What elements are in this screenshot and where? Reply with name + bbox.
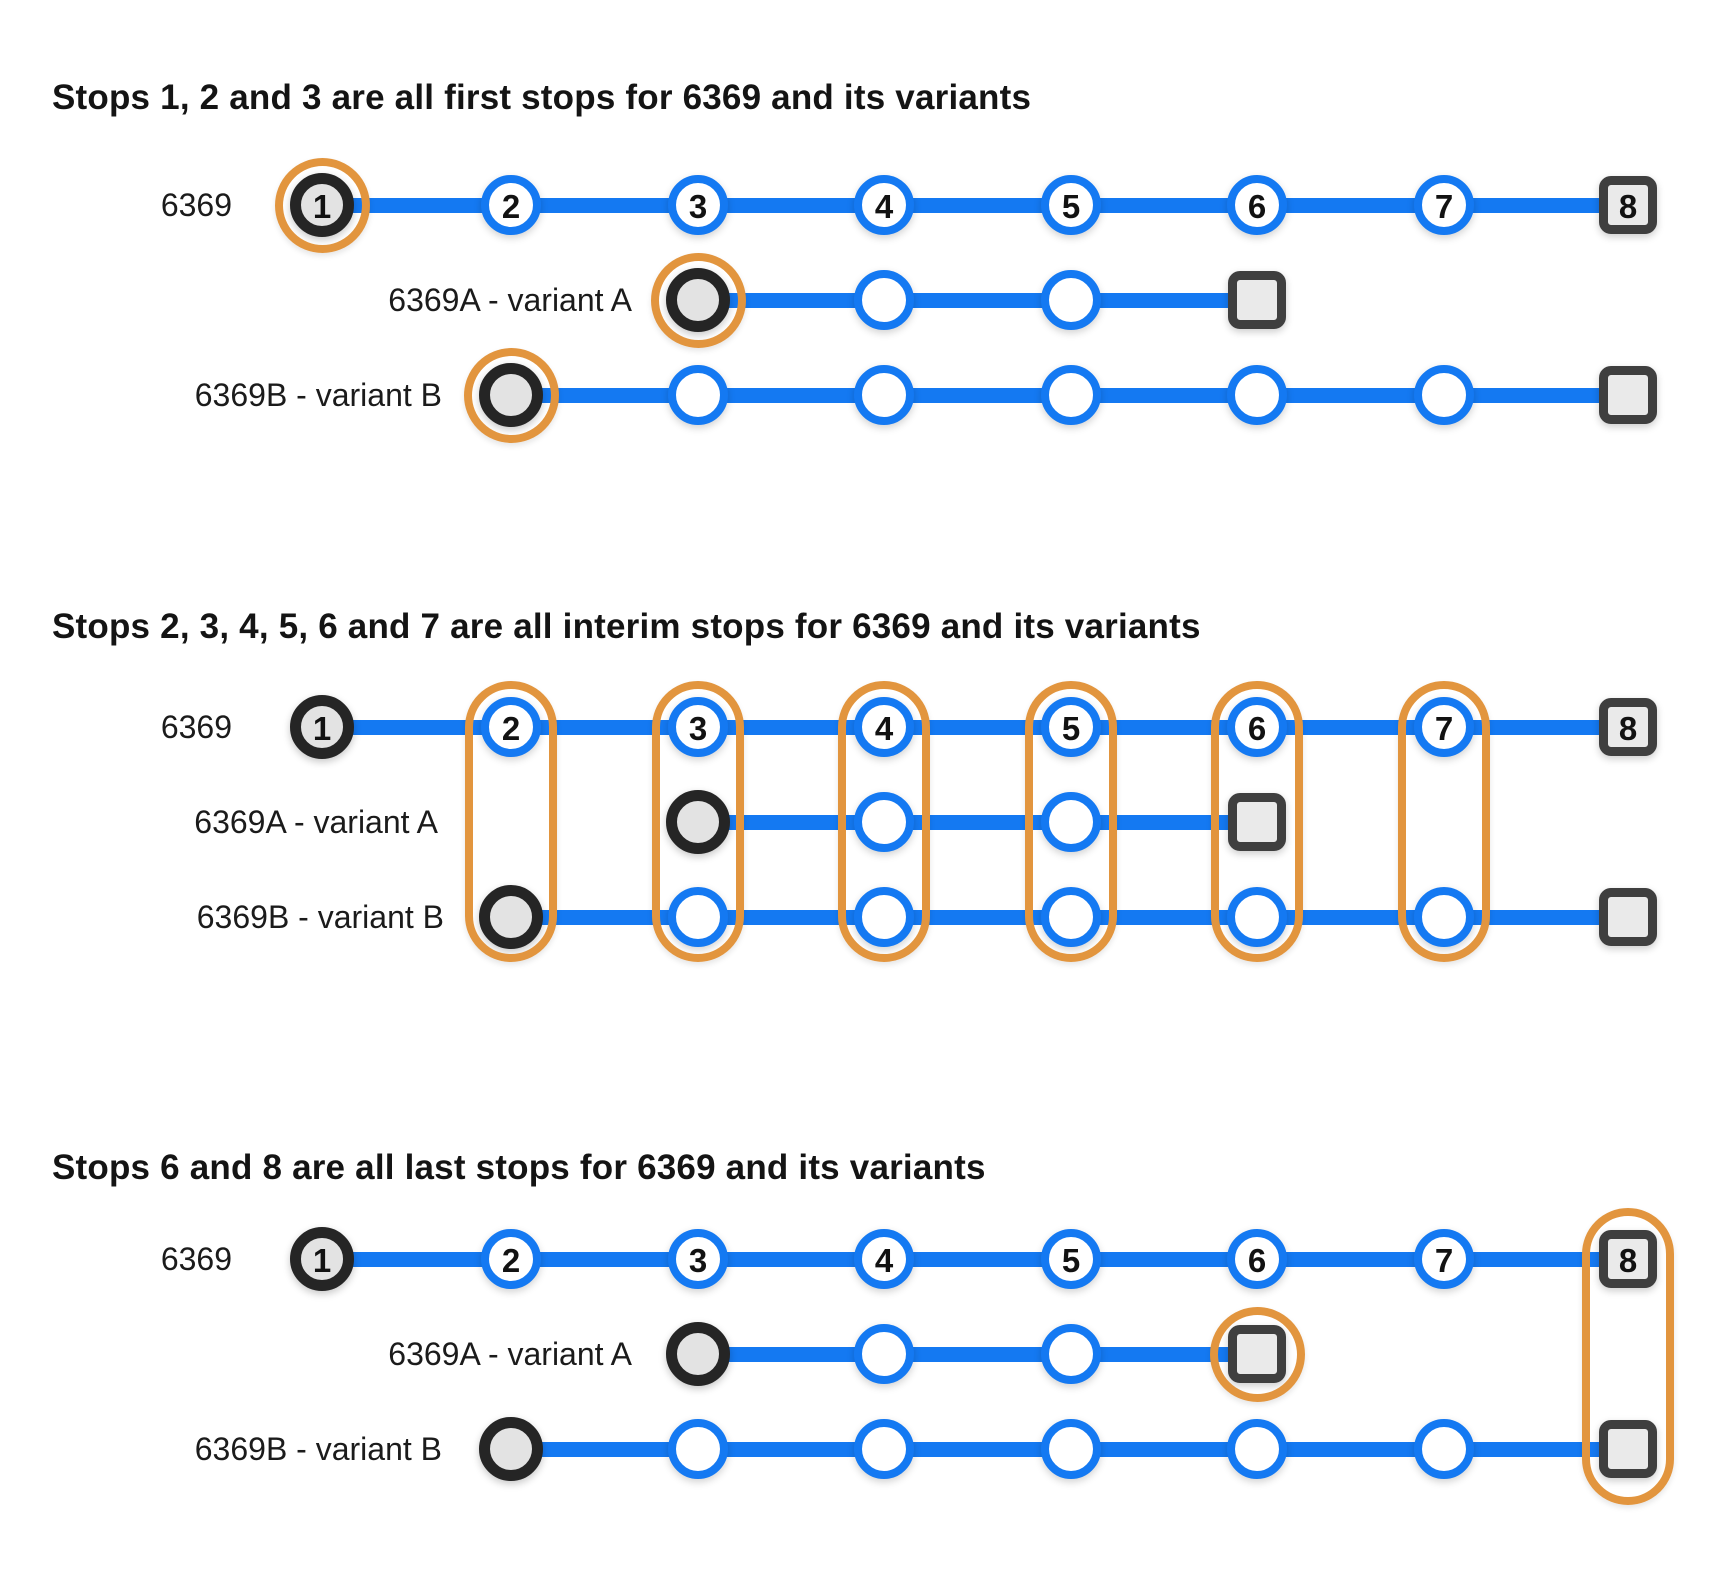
route-line bbox=[698, 293, 1257, 308]
stop-circle bbox=[1041, 270, 1101, 330]
highlight-column-oval bbox=[465, 681, 557, 962]
stop-circle: 6 bbox=[1227, 1229, 1287, 1289]
stop-circle bbox=[854, 270, 914, 330]
stop-first-terminus bbox=[666, 790, 730, 854]
highlight-column-oval bbox=[1211, 681, 1303, 962]
stop-circle bbox=[1041, 1419, 1101, 1479]
stop-number: 8 bbox=[1618, 709, 1638, 747]
stop-circle bbox=[1041, 1324, 1101, 1384]
route-line bbox=[322, 1252, 1628, 1267]
route-label: 6369 bbox=[160, 709, 232, 745]
stop-number: 1 bbox=[312, 709, 332, 747]
stop-circle: 7 bbox=[1414, 1229, 1474, 1289]
route-line bbox=[698, 1347, 1257, 1362]
stop-number: 2 bbox=[501, 1241, 521, 1279]
section-title: Stops 6 and 8 are all last stops for 636… bbox=[52, 1148, 986, 1187]
stop-circle bbox=[1041, 365, 1101, 425]
route-label: 6369A - variant A bbox=[194, 804, 438, 840]
stop-circle: 3 bbox=[668, 175, 728, 235]
stop-circle bbox=[1227, 1419, 1287, 1479]
stop-terminal-square bbox=[1228, 793, 1286, 851]
stop-circle bbox=[1227, 365, 1287, 425]
stop-number: 3 bbox=[688, 1241, 708, 1279]
stop-number: 3 bbox=[688, 187, 708, 225]
stop-number: 6 bbox=[1247, 187, 1267, 225]
stop-terminal-square bbox=[1599, 366, 1657, 424]
stop-number: 5 bbox=[1061, 1241, 1081, 1279]
stop-number: 4 bbox=[874, 187, 894, 225]
highlight-ring bbox=[463, 347, 559, 443]
stop-circle: 4 bbox=[854, 175, 914, 235]
stop-number: 7 bbox=[1434, 1241, 1454, 1279]
stop-circle bbox=[1041, 792, 1101, 852]
route-label: 6369 bbox=[160, 187, 232, 223]
route-label: 6369A - variant A bbox=[388, 1336, 632, 1372]
stop-circle bbox=[1414, 1419, 1474, 1479]
route-label: 6369 bbox=[160, 1241, 232, 1277]
stop-circle: 2 bbox=[481, 175, 541, 235]
stop-circle bbox=[854, 365, 914, 425]
stop-terminal-square bbox=[1599, 888, 1657, 946]
stop-number: 6 bbox=[1247, 1241, 1267, 1279]
stop-terminal-square: 8 bbox=[1599, 698, 1657, 756]
route-line bbox=[698, 815, 1257, 830]
stop-first-terminus: 1 bbox=[290, 1227, 354, 1291]
highlight-column-oval bbox=[1025, 681, 1117, 962]
route-label: 6369B - variant B bbox=[196, 899, 444, 935]
stop-terminal-square bbox=[1228, 271, 1286, 329]
route-label: 6369B - variant B bbox=[194, 1431, 442, 1467]
highlight-column-oval bbox=[652, 681, 744, 962]
stop-number: 8 bbox=[1618, 187, 1638, 225]
stop-circle bbox=[1414, 365, 1474, 425]
stop-number: 5 bbox=[1061, 187, 1081, 225]
route-label: 6369B - variant B bbox=[194, 377, 442, 413]
stop-circle: 4 bbox=[854, 1229, 914, 1289]
stop-number: 2 bbox=[501, 187, 521, 225]
route-line bbox=[322, 198, 1628, 213]
highlight-ring bbox=[274, 157, 370, 253]
stop-number: 4 bbox=[874, 1241, 894, 1279]
stop-circle bbox=[854, 792, 914, 852]
stop-circle: 5 bbox=[1041, 175, 1101, 235]
stop-first-terminus: 1 bbox=[290, 695, 354, 759]
stop-circle bbox=[854, 1419, 914, 1479]
stop-circle bbox=[854, 1324, 914, 1384]
stop-number: 1 bbox=[312, 1241, 332, 1279]
stop-terminal-square: 8 bbox=[1599, 176, 1657, 234]
stop-circle: 2 bbox=[481, 1229, 541, 1289]
stop-circle: 5 bbox=[1041, 1229, 1101, 1289]
highlight-column-oval bbox=[1398, 681, 1490, 962]
stop-circle: 7 bbox=[1414, 175, 1474, 235]
section-title: Stops 1, 2 and 3 are all first stops for… bbox=[52, 78, 1032, 117]
stop-circle: 6 bbox=[1227, 175, 1287, 235]
highlight-ring bbox=[1209, 1306, 1305, 1402]
stop-circle bbox=[668, 365, 728, 425]
highlight-column-oval bbox=[838, 681, 930, 962]
highlight-ring bbox=[650, 252, 746, 348]
stop-circle bbox=[668, 1419, 728, 1479]
highlight-column-oval bbox=[1582, 1208, 1674, 1505]
stop-circle: 3 bbox=[668, 1229, 728, 1289]
section-title: Stops 2, 3, 4, 5, 6 and 7 are all interi… bbox=[52, 607, 1201, 646]
stop-first-terminus bbox=[666, 1322, 730, 1386]
stop-first-terminus bbox=[479, 1417, 543, 1481]
stop-number: 7 bbox=[1434, 187, 1454, 225]
route-label: 6369A - variant A bbox=[388, 282, 632, 318]
